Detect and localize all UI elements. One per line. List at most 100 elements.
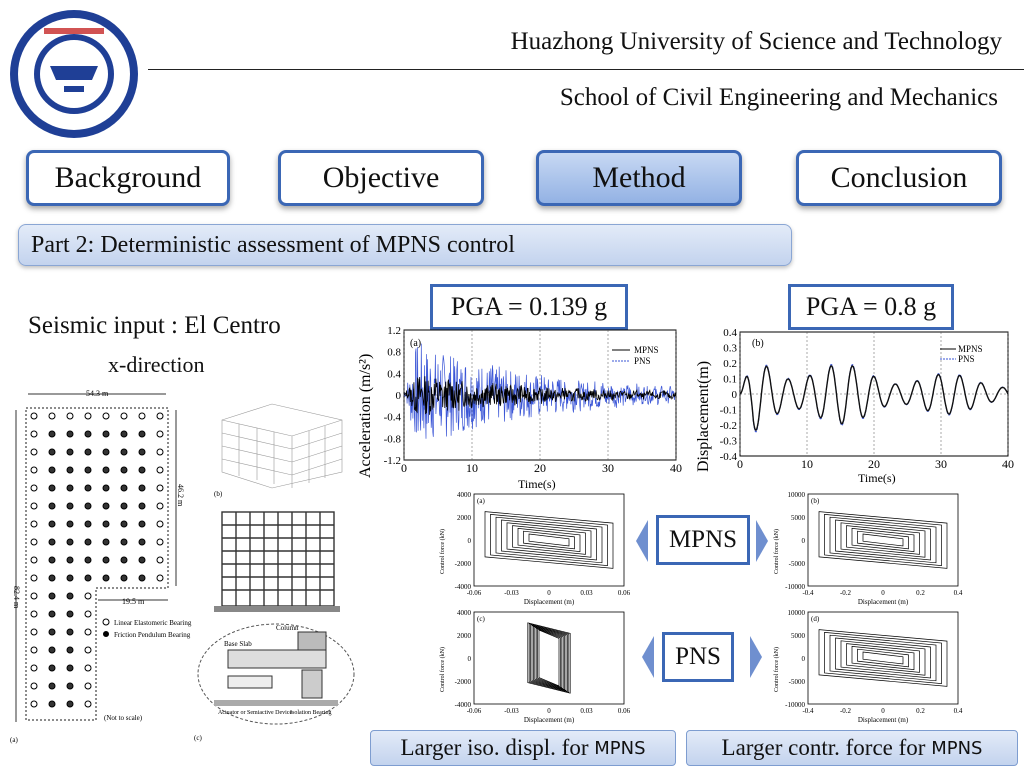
hyst-0-ytick: -4000 (455, 583, 472, 591)
tab-objective[interactable]: Objective (278, 150, 484, 206)
hyst-loop (501, 519, 597, 561)
hyst-loop (512, 525, 586, 555)
chart-a-series-mpns (403, 376, 677, 415)
hyst-2-loops (527, 622, 571, 694)
bearing-dot (84, 592, 92, 600)
bearing-dot (120, 412, 128, 420)
bearing-dot (102, 466, 110, 474)
detail-baseslab-label: Base Slab (224, 640, 252, 648)
bearing-dot (120, 484, 128, 492)
chart-a-legend-pns: PNS (634, 356, 651, 366)
hyst-1-ytick: 10000 (788, 491, 806, 499)
bearing-dot (102, 556, 110, 564)
bearing-dot (66, 412, 74, 420)
hyst-loop (862, 651, 904, 665)
hyst-1-ytick: 0 (802, 537, 806, 545)
bearing-dot (84, 682, 92, 690)
frame-fig-label: (b) (214, 490, 223, 498)
hyst-loop (537, 628, 561, 688)
bearing-dot (102, 502, 110, 510)
hyst-0-xtick: -0.06 (467, 589, 482, 597)
bearing-dot (48, 700, 56, 708)
bearing-dot (156, 538, 164, 546)
bearing-dot (66, 502, 74, 510)
bearing-dot (120, 430, 128, 438)
isolation-detail-sketch: Column Base Slab Actuator or Semiactive … (194, 623, 355, 742)
bearing-dot (156, 556, 164, 564)
bearing-dot (66, 466, 74, 474)
hyst-loop (528, 623, 570, 693)
bearing-dot (120, 466, 128, 474)
chart-a-ylabel: Acceleration (m/s²) (358, 354, 374, 478)
bearing-dot (102, 538, 110, 546)
hyst-3-ylabel: Control force (kN) (773, 647, 780, 692)
tab-conclusion[interactable]: Conclusion (796, 150, 1002, 206)
bearing-dot (84, 484, 92, 492)
hyst-3-ytick: -5000 (789, 678, 806, 686)
bearing-dot (66, 628, 74, 636)
building-plan: 54.3 m 82.4 m 46.2 m 19.5 m Linear Elast… (10, 389, 192, 744)
bearing-dot (48, 484, 56, 492)
bearing-dot (48, 556, 56, 564)
bearing-dot (66, 700, 74, 708)
bearing-dot (84, 430, 92, 438)
hyst-2-xtick: -0.03 (504, 707, 519, 715)
bearing-dot (48, 574, 56, 582)
chart-b-xlabel: Time(s) (858, 471, 896, 485)
chart-a-xlabel: Time(s) (518, 477, 556, 491)
conclusion-force-suffix: MPNS (931, 737, 983, 759)
hyst-loop (531, 625, 567, 691)
bearing-dot (66, 484, 74, 492)
bearing-dot (30, 610, 38, 618)
pga-low-text: PGA = 0.139 g (450, 292, 608, 321)
y-tick-label: 0 (732, 389, 738, 401)
bearing-dot (138, 538, 146, 546)
bearing-dot (138, 556, 146, 564)
y-tick-label: 0 (396, 390, 402, 402)
bearing-dot (84, 664, 92, 672)
y-tick-label: 0.8 (387, 347, 401, 359)
hyst-2-xtick: 0.06 (618, 707, 631, 715)
hyst-1-loops (818, 511, 948, 569)
pns-label-text: PNS (675, 643, 721, 670)
hyst-0-ytick: 0 (468, 537, 472, 545)
bearing-dot (120, 574, 128, 582)
bearing-dot (84, 466, 92, 474)
university-logo (10, 10, 138, 138)
detail-fig-label: (c) (194, 734, 202, 742)
hyst-loop (533, 625, 565, 691)
hyst-3-xlabel: Displacement (m) (858, 716, 909, 724)
bearing-dot (138, 430, 146, 438)
hyst-1-xtick: 0.2 (916, 589, 925, 597)
y-tick-label: -0.2 (720, 420, 737, 432)
bearing-dot (84, 556, 92, 564)
chart-b-legend-pns: PNS (958, 354, 975, 364)
bearing-dot (66, 610, 74, 618)
bearing-dot (30, 412, 38, 420)
bearing-dot (156, 412, 164, 420)
bearing-dot (66, 448, 74, 456)
tab-method[interactable]: Method (536, 150, 742, 206)
bearing-dot (84, 646, 92, 654)
pga-high-text: PGA = 0.8 g (805, 292, 937, 321)
bearing-dot (30, 682, 38, 690)
bearing-dot (30, 646, 38, 654)
chart-a-legend-mpns: MPNS (634, 345, 659, 355)
bearing-dot (48, 664, 56, 672)
bearing-dot (102, 412, 110, 420)
x-tick-label: 10 (466, 461, 478, 475)
bearing-dot (156, 520, 164, 528)
bearing-dot (48, 520, 56, 528)
bearing-dot (84, 520, 92, 528)
tab-background[interactable]: Background (26, 150, 230, 206)
bearing-dot (102, 484, 110, 492)
chart-b-tag: (b) (752, 338, 764, 349)
plan-fig-label: (a) (10, 736, 18, 744)
chart-a-tag: (a) (410, 338, 421, 349)
hyst-0-tag: (a) (477, 497, 485, 505)
bearing-dot (48, 466, 56, 474)
hyst-loop (818, 629, 948, 687)
pga-high-label: PGA = 0.8 g (788, 284, 954, 330)
